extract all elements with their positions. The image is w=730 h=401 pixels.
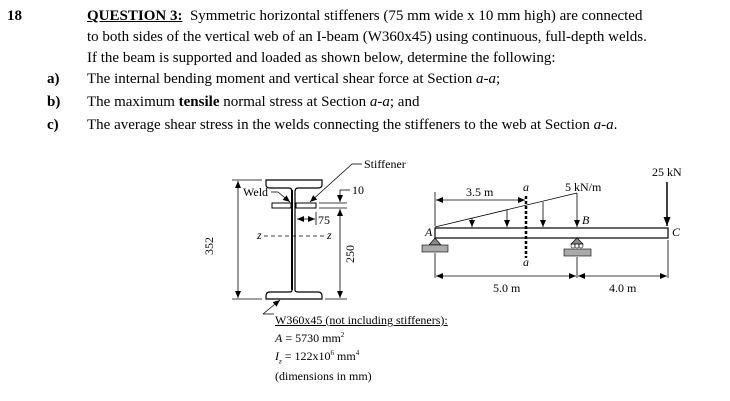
area-symbol: A [275,331,283,345]
area-line: A = 5730 mm2 [275,328,448,346]
dim-75-label: 75 [318,213,330,227]
dim-10-label: 10 [352,183,364,197]
item-b-label: b) [47,94,61,110]
item-a-post: ; [496,71,501,87]
dim-5-0-label: 5.0 m [493,281,521,295]
point-load: 25 kN [652,165,682,226]
item-a-pre: The internal bending moment and vertical… [87,71,477,87]
item-b-text: The maximum tensile normal stress at Sec… [87,94,419,111]
point-load-label: 25 kN [652,165,682,179]
inertia-exp2: 4 [355,349,360,357]
item-c-post: . [613,117,618,133]
dim-250-label: 250 [343,245,357,263]
item-c-label: c) [47,117,59,133]
pin-support-a [421,237,449,253]
intro-line-2: to both sides of the vertical web of an … [87,29,647,45]
dim-4-0-label: 4.0 m [609,281,637,295]
section-leader [262,299,281,315]
beam-body [434,227,669,239]
item-b-bold: tensile [178,94,220,110]
question-title: QUESTION 3: [87,8,183,24]
stiffener-leader: Stiffener [309,157,406,203]
item-c-italic: a-a [593,117,614,133]
stiffener-label: Stiffener [364,157,406,171]
inertia-exp1: 6 [330,349,335,357]
dim-352-label: 352 [202,237,216,255]
inertia-symbol: I [275,349,279,363]
item-a-italic: a-a [476,71,497,87]
label-b: B [582,213,590,227]
item-c-pre: The average shear stress in the welds co… [87,117,594,133]
item-b-post: ; and [389,94,420,110]
roller-support-b [563,237,592,257]
z-axis-left-label: z [256,228,262,242]
dim-352: 352 [202,179,262,300]
section-a-a: a a [523,180,529,269]
item-a-text: The internal bending moment and vertical… [87,71,500,88]
dim-3-5: 3.5 m [434,185,525,226]
item-a-label: a) [47,71,60,87]
inertia-unit: mm [334,349,356,363]
area-value: = 5730 mm [282,331,341,345]
problem-number: 18 [7,8,22,24]
units-note: (dimensions in mm) [275,369,372,384]
item-c-text: The average shear stress in the welds co… [87,117,617,134]
dim-3-5-label: 3.5 m [466,185,494,199]
dim-75: 75 [297,212,330,227]
inertia-sub: z [279,357,282,366]
z-axis: z z [256,228,332,242]
dist-load-label: 5 kN/m [565,180,602,194]
item-b-italic: a-a [369,94,390,110]
intro-line-1: QUESTION 3: Symmetric horizontal stiffen… [87,8,642,25]
distributed-load: 5 kN/m [434,180,602,228]
inertia-value: = 122x10 [281,349,331,363]
inertia-line: Iz = 122x106 mm4 [275,346,448,369]
dim-10-250: 10 250 [319,183,364,300]
section-a-bottom-label: a [523,255,529,269]
area-exp: 2 [340,331,345,339]
intro-line-3: If the beam is supported and loaded as s… [87,50,556,66]
section-properties: W360x45 (not including stiffeners): A = … [275,313,448,384]
i-beam-section [265,179,323,300]
item-b-mid: normal stress at Section [219,94,370,110]
label-a: A [424,225,433,239]
dim-bottom: 5.0 m 4.0 m [434,240,669,295]
weld-leader: Weld [243,185,291,203]
item-b-pre: The maximum [87,94,179,110]
label-c: C [672,225,681,239]
z-axis-right-label: z [326,228,332,242]
section-a-top-label: a [523,180,529,194]
properties-title: W360x45 (not including stiffeners): [275,313,448,327]
weld-label: Weld [243,185,268,199]
intro-text-1: Symmetric horizontal stiffeners (75 mm w… [189,8,643,24]
